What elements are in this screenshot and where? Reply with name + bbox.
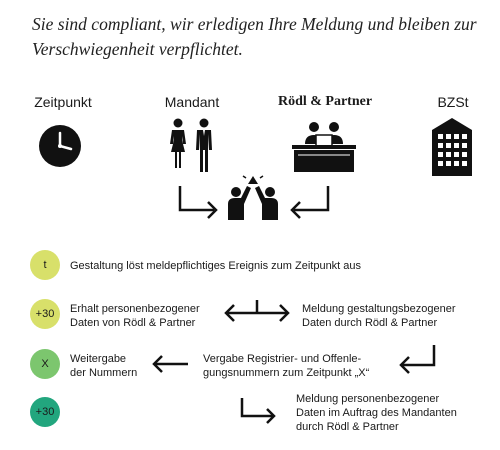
- step-4-right-text: Meldung personenbezogener Daten im Auftr…: [296, 392, 486, 434]
- step-3-center-line-2: gungsnummern zum Zeitpunkt „X“: [203, 367, 370, 379]
- step-2-right-line-1: Meldung gestaltungsbezogener: [302, 303, 456, 315]
- step-3-left-text: Weitergabe der Nummern: [70, 352, 160, 380]
- step-3-center-line-1: Vergabe Registrier- und Offenle-: [203, 353, 362, 365]
- step-2-left-text: Erhalt personenbezogener Daten von Rödl …: [70, 302, 230, 330]
- step-badge-plus30-a: +30: [30, 299, 60, 329]
- step-3-center-text: Vergabe Registrier- und Offenle- gungsnu…: [203, 352, 403, 380]
- step-2-right-line-2: Daten durch Rödl & Partner: [302, 317, 438, 329]
- label-bzst: BZSt: [437, 94, 469, 110]
- step-3-left-line-2: der Nummern: [70, 367, 138, 379]
- step-4-right-line-3: durch Rödl & Partner: [296, 421, 399, 433]
- arrow-return-left-icon: [399, 345, 436, 374]
- step-badge-x: X: [30, 349, 60, 379]
- step-4-right-line-2: Daten im Auftrag des Mandanten: [296, 407, 457, 419]
- step-2-left-line-1: Erhalt personenbezogener: [70, 303, 200, 315]
- step-2-left-line-2: Daten von Rödl & Partner: [70, 317, 196, 329]
- arrow-down-right-small-icon: [240, 398, 276, 424]
- label-roedl-partner: Rödl & Partner: [277, 94, 373, 109]
- step-4-right-line-1: Meldung personenbezogener: [296, 393, 440, 405]
- step-badge-plus30-b: +30: [30, 397, 60, 427]
- arrow-down-left-icon: [290, 186, 330, 219]
- clock-icon: [39, 125, 81, 167]
- arrow-down-right-icon: [178, 186, 218, 219]
- step-2-right-text: Meldung gestaltungsbezogener Daten durch…: [302, 302, 482, 330]
- step-3-left-line-1: Weitergabe: [70, 353, 127, 365]
- high-five-icon: [228, 175, 278, 220]
- double-arrow-icon: [224, 300, 290, 322]
- people-icon: [170, 118, 212, 172]
- headline: Sie sind compliant, wir erledigen Ihre M…: [32, 14, 477, 59]
- building-icon: [432, 118, 472, 176]
- office-desk-icon: [292, 122, 356, 172]
- step-1-text: Gestaltung löst meldepflichtiges Ereigni…: [70, 260, 362, 272]
- arrow-left-icon: [152, 355, 188, 373]
- label-zeitpunkt: Zeitpunkt: [34, 94, 92, 110]
- label-mandant: Mandant: [164, 94, 220, 110]
- step-badge-t: t: [30, 250, 60, 280]
